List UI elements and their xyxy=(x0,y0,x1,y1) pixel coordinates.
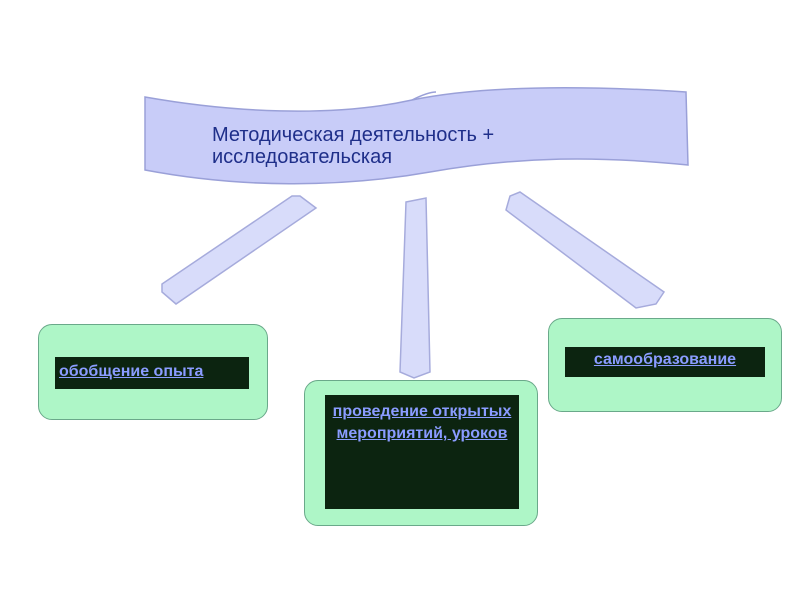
node-inner-panel xyxy=(325,395,519,509)
arrow-center xyxy=(399,197,431,379)
banner-fold xyxy=(411,91,437,101)
node-link[interactable]: самообразование xyxy=(593,351,737,368)
node-provedenie-meropriyatiy: проведение открытых мероприятий, уроков xyxy=(304,380,538,526)
arrow-right xyxy=(505,191,666,309)
root-banner xyxy=(144,87,689,185)
root-label: Методическая деятельность + исследовател… xyxy=(212,124,495,168)
node-inner-panel xyxy=(565,347,765,377)
node-inner-panel xyxy=(55,357,249,389)
node-samoobrazovanie: самообразование xyxy=(548,318,782,412)
node-link[interactable]: обобщение опыта xyxy=(59,363,204,380)
arrow-left xyxy=(161,195,318,305)
node-obobshchenie-opyta: обобщение опыта xyxy=(38,324,268,420)
node-link[interactable]: проведение открытых мероприятий, уроков xyxy=(332,403,512,442)
